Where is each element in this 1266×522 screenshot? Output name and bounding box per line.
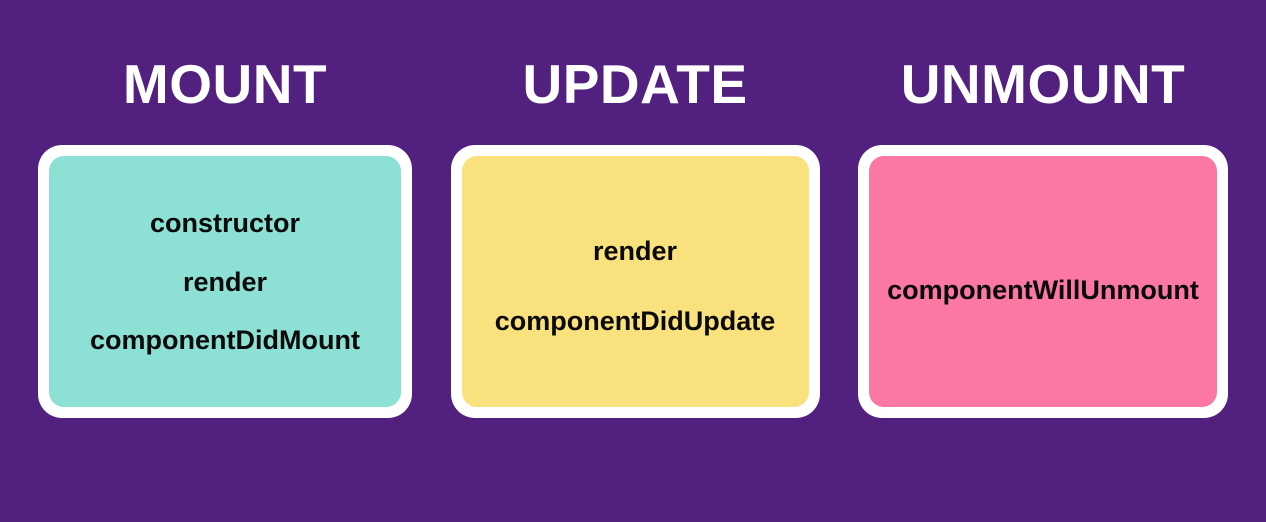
lifecycle-card-mount: constructor render componentDidMount: [38, 145, 412, 418]
lifecycle-method-item: constructor: [149, 207, 301, 238]
lifecycle-method-item: render: [592, 235, 678, 266]
lifecycle-card-unmount: componentWillUnmount: [858, 145, 1228, 418]
lifecycle-method-item: componentDidMount: [90, 325, 360, 356]
lifecycle-method-item: componentDidUpdate: [494, 305, 776, 336]
lifecycle-card-unmount-inner: componentWillUnmount: [869, 156, 1217, 407]
lifecycle-card-mount-inner: constructor render componentDidMount: [49, 156, 401, 407]
column-heading-mount: MOUNT: [122, 53, 328, 115]
column-heading-update: UPDATE: [522, 53, 748, 115]
lifecycle-column-mount: MOUNT constructor render componentDidMou…: [34, 0, 416, 418]
lifecycle-column-update: UPDATE render componentDidUpdate: [447, 0, 824, 418]
lifecycle-card-update-inner: render componentDidUpdate: [461, 156, 809, 407]
lifecycle-method-item: render: [182, 266, 268, 297]
column-heading-unmount: UNMOUNT: [900, 53, 1186, 115]
lifecycle-column-unmount: UNMOUNT componentWillUnmount: [854, 0, 1232, 418]
lifecycle-method-item: componentWillUnmount: [887, 274, 1199, 305]
lifecycle-card-update: render componentDidUpdate: [450, 145, 820, 418]
